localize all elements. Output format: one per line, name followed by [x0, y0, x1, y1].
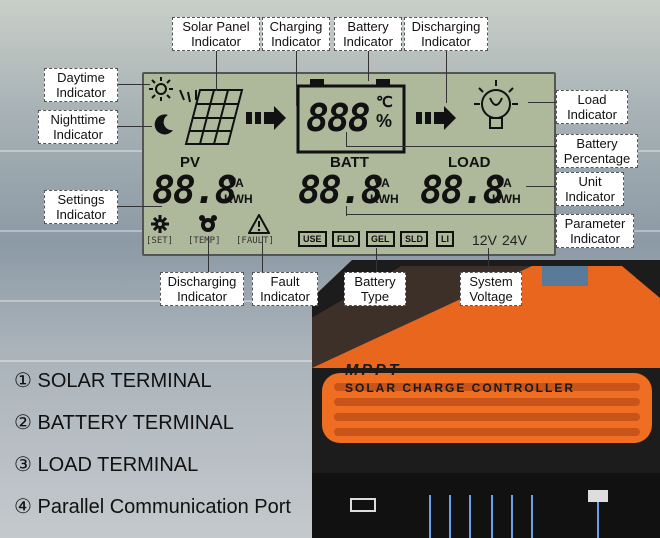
leader-line: [346, 132, 347, 146]
leader-line: [118, 206, 162, 207]
leader-line: [118, 126, 152, 127]
controller-device: [312, 260, 660, 538]
callout-charging: Charging Indicator: [262, 17, 330, 51]
leader-line: [208, 236, 209, 272]
sun-icon: [149, 77, 173, 101]
callout-load: Load Indicator: [556, 90, 628, 124]
leader-line: [346, 146, 556, 147]
load-label: LOAD: [448, 154, 491, 171]
callout-nighttime: Nighttime Indicator: [38, 110, 118, 144]
load-unit-kwh: KWH: [492, 192, 521, 206]
battery-percentage-digits: 888: [306, 96, 371, 140]
battery-type-gel: GEL: [366, 231, 395, 247]
callout-discharging-bottom: Discharging Indicator: [160, 272, 244, 306]
set-label: [SET]: [146, 236, 174, 246]
callout-settings: Settings Indicator: [44, 190, 118, 224]
callout-battery-type: Battery Type: [344, 272, 406, 306]
battery-type-fld: FLD: [332, 231, 360, 247]
batt-label: BATT: [330, 154, 369, 171]
leader-line: [216, 51, 217, 91]
leader-line: [488, 248, 489, 272]
load-value: 88.8: [420, 168, 506, 212]
temperature-icon: [199, 215, 217, 232]
batt-value: 88.8: [298, 168, 384, 212]
battery-type-sld: SLD: [400, 231, 428, 247]
leader-line: [262, 236, 263, 272]
fault-label: [FAULT]: [236, 236, 274, 246]
temp-label: [TEMP]: [188, 236, 221, 246]
terminal-label-solar: ① SOLAR TERMINAL: [14, 370, 212, 392]
callout-fault: Fault Indicator: [252, 272, 318, 306]
celsius-unit: ℃: [376, 94, 393, 111]
battery-type-li: LI: [436, 231, 454, 247]
leader-line: [346, 214, 556, 215]
terminal-label-communication: ④ Parallel Communication Port: [14, 496, 291, 518]
device-title: MPPT: [345, 362, 402, 379]
light-bulb-icon: [474, 80, 518, 129]
terminal-pins: [429, 490, 608, 538]
load-unit-va: VA: [496, 176, 512, 190]
pv-value: 88.8: [152, 168, 238, 212]
leader-line: [526, 186, 556, 187]
leader-line: [118, 84, 150, 85]
callout-unit: Unit Indicator: [556, 172, 624, 206]
moon-icon: [154, 114, 173, 135]
callout-solar-panel: Solar Panel Indicator: [172, 17, 260, 51]
percent-unit: %: [376, 111, 393, 131]
batt-unit-va: VA: [374, 176, 390, 190]
callout-daytime: Daytime Indicator: [44, 68, 118, 102]
callout-battery: Battery Indicator: [334, 17, 402, 51]
sunlight-rays-icon: [179, 89, 197, 103]
leader-line: [528, 102, 556, 103]
leader-line: [296, 51, 297, 106]
voltage-24v: 24V: [502, 232, 527, 248]
leader-line: [446, 51, 447, 103]
leader-line: [346, 206, 347, 216]
pv-unit-va: VA: [228, 176, 244, 190]
pv-label: PV: [180, 154, 201, 171]
battery-type-use: USE: [298, 231, 327, 247]
callout-battery-percentage: Battery Percentage: [556, 134, 638, 168]
usb-port-icon: [350, 498, 376, 512]
terminal-label-battery: ② BATTERY TERMINAL: [14, 412, 234, 434]
callout-system-voltage: System Voltage: [460, 272, 522, 306]
device-subtitle: SOLAR CHARGE CONTROLLER: [345, 381, 575, 395]
pv-unit-kwh: KWH: [224, 192, 253, 206]
leader-line: [368, 51, 369, 81]
solar-panel-icon: [184, 89, 244, 145]
batt-unit-kwh: KWH: [370, 192, 399, 206]
voltage-12v: 12V: [472, 232, 497, 248]
charging-arrow-icon: [246, 106, 286, 130]
gear-icon: [151, 215, 169, 233]
callout-parameter: Parameter Indicator: [556, 214, 634, 248]
battery-icon: [296, 79, 406, 154]
leader-line: [376, 248, 377, 272]
terminal-label-load: ③ LOAD TERMINAL: [14, 454, 199, 476]
callout-discharging-top: Discharging Indicator: [404, 17, 488, 51]
discharging-arrow-icon: [416, 106, 456, 130]
warning-icon: [248, 214, 270, 234]
